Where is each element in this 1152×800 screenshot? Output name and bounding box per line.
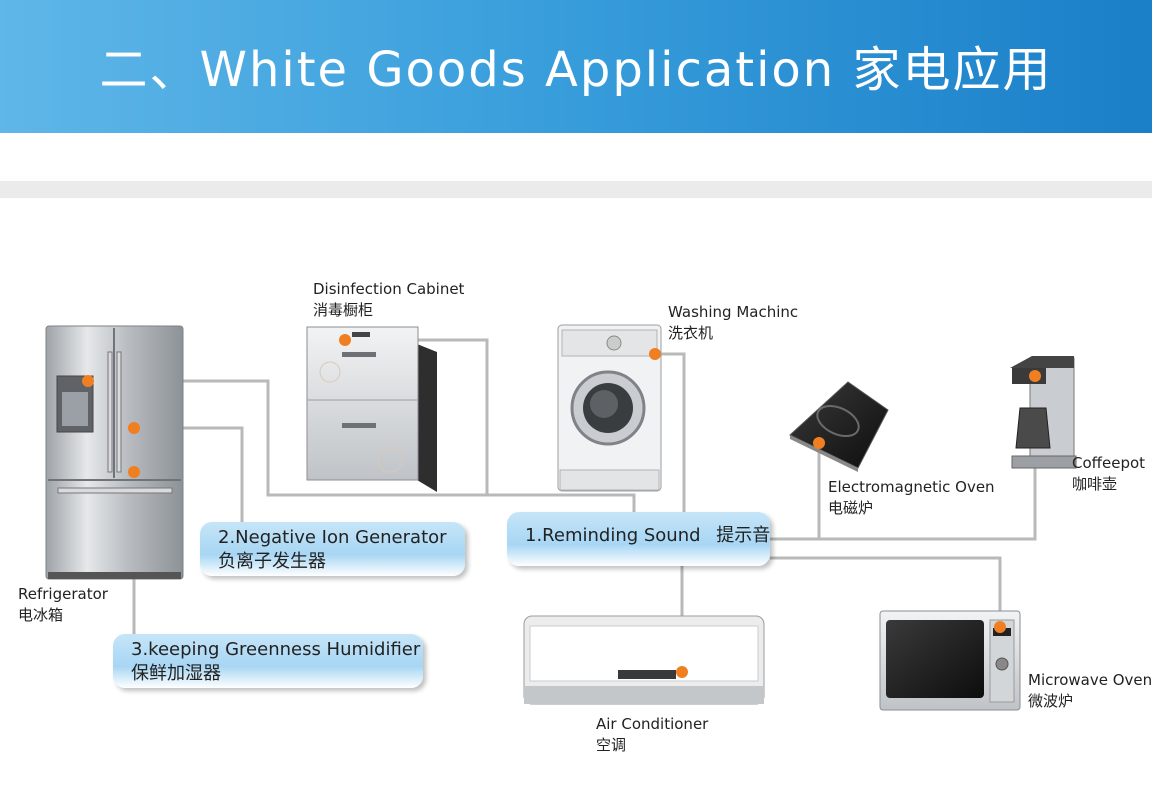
reminding-sound-label-en: 1.Reminding Sound	[525, 525, 701, 546]
coffeepot-label-zh: 咖啡壶	[1072, 475, 1118, 493]
connector-refrigerator-sound	[88, 379, 636, 512]
electromagnetic-oven-image	[789, 381, 889, 472]
negative-ion-callout: 2.Negative Ion Generator 负离子发生器	[200, 522, 465, 576]
electromagnetic-oven-label-zh: 电磁炉	[828, 499, 874, 517]
dot-washing-machine	[649, 348, 661, 360]
divider-band	[0, 181, 1152, 198]
washing-machine-image	[557, 324, 662, 492]
refrigerator-image	[45, 325, 184, 580]
air-conditioner-label-en: Air Conditioner	[596, 715, 709, 733]
dot-refrigerator-lower	[128, 466, 140, 478]
air-conditioner-label: Air Conditioner 空调	[596, 714, 708, 756]
refrigerator-label: Refrigerator 电冰箱	[18, 584, 108, 626]
reminding-sound-callout: 1.Reminding Sound 提示音	[507, 512, 770, 566]
coffeepot-label-en: Coffeepot	[1072, 454, 1146, 472]
washing-machine-label-en: Washing Machinc	[668, 303, 799, 321]
reminding-sound-label-zh: 提示音	[716, 525, 771, 546]
washing-machine-label: Washing Machinc 洗衣机	[668, 302, 798, 344]
disinfection-cabinet-label: Disinfection Cabinet 消毒橱柜	[313, 279, 464, 321]
connector-microwave-sound	[770, 556, 1002, 627]
dot-microwave-oven	[994, 621, 1006, 633]
humidifier-callout: 3.keeping Greenness Humidifier 保鲜加湿器	[113, 634, 423, 688]
disinfection-cabinet-label-en: Disinfection Cabinet	[313, 280, 465, 298]
humidifier-label-zh: 保鲜加湿器	[131, 663, 221, 684]
page-title: 二、White Goods Application 家电应用	[99, 42, 1053, 98]
dot-disinfection-cabinet	[339, 334, 351, 346]
microwave-oven-label-en: Microwave Oven	[1028, 671, 1152, 689]
coffeepot-image	[1010, 356, 1077, 469]
disinfection-cabinet-label-zh: 消毒橱柜	[313, 301, 374, 319]
dot-refrigerator-top	[82, 375, 94, 387]
negative-ion-label-zh: 负离子发生器	[218, 551, 326, 572]
header-banner: 二、White Goods Application 家电应用	[0, 0, 1152, 133]
microwave-oven-label-zh: 微波炉	[1028, 692, 1074, 710]
connector-washer-sound	[655, 352, 686, 512]
air-conditioner-label-zh: 空调	[596, 736, 627, 754]
dot-refrigerator-middle	[128, 422, 140, 434]
negative-ion-label-en: 2.Negative Ion Generator	[218, 527, 447, 548]
coffeepot-label: Coffeepot 咖啡壶	[1072, 453, 1145, 495]
dot-air-conditioner	[676, 666, 688, 678]
dot-coffeepot	[1029, 370, 1041, 382]
refrigerator-label-zh: 电冰箱	[18, 606, 64, 624]
contact-dots	[82, 334, 1041, 678]
humidifier-label-en: 3.keeping Greenness Humidifier	[131, 639, 421, 660]
connector-induction-sound	[770, 443, 821, 541]
air-conditioner-image	[523, 615, 765, 705]
refrigerator-label-en: Refrigerator	[18, 585, 108, 603]
microwave-oven-image	[879, 610, 1021, 711]
electromagnetic-oven-label-en: Electromagnetic Oven	[828, 478, 995, 496]
washing-machine-label-zh: 洗衣机	[668, 324, 714, 342]
dot-electromagnetic-oven	[813, 437, 825, 449]
electromagnetic-oven-label: Electromagnetic Oven 电磁炉	[828, 477, 995, 519]
disinfection-cabinet-image	[306, 326, 437, 492]
microwave-oven-label: Microwave Oven 微波炉	[1028, 670, 1152, 712]
